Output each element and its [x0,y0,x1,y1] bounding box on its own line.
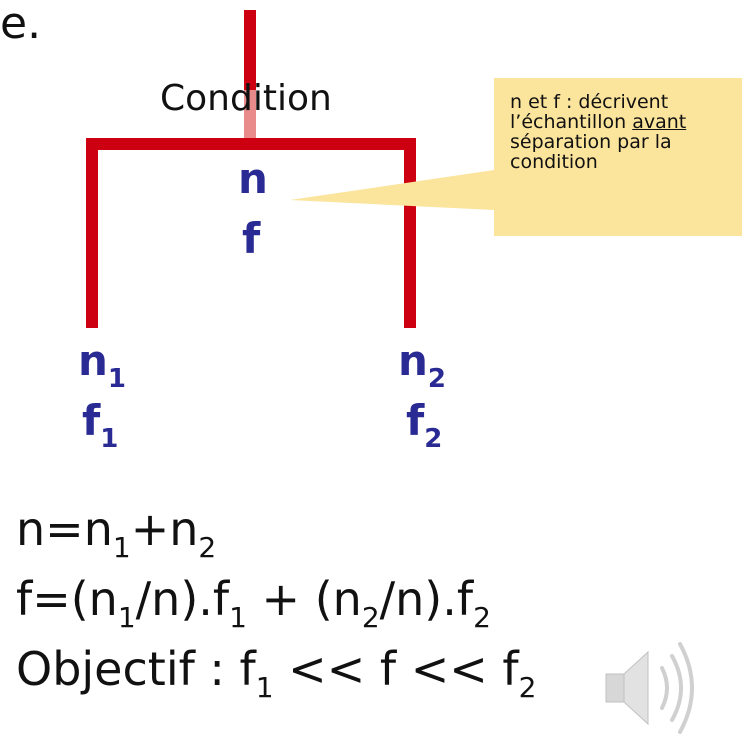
left-f-base: f [82,396,101,445]
left-f: f1 [82,396,118,454]
left-n-base: n [78,336,108,385]
callout-line-4: condition [510,151,598,173]
speaker-icon[interactable] [596,632,706,742]
right-n: n2 [398,336,446,394]
right-f: f2 [406,396,442,454]
formula-2-part-c: + (n [246,572,362,626]
formula-2-sub-a: 1 [117,601,136,634]
top-text-fragment: e. [0,0,42,49]
left-branch [86,138,98,328]
callout-underlined-word: avant [632,111,687,133]
trunk-highlight [244,90,256,138]
callout-line-2: l’échantillon avant [510,112,730,132]
right-n-sub: 2 [427,364,446,394]
horizontal-branch [86,138,416,150]
formula-3-sub-a: 1 [255,671,274,704]
formula-2-part-d: /n).f [379,572,474,626]
formula-2-sub-c: 2 [361,601,380,634]
formula-f-weighted: f=(n1/n).f1 + (n2/n).f2 [16,576,491,632]
formula-2-part-b: /n).f [135,572,230,626]
formula-3-part-a: Objectif : f [16,642,256,696]
callout-line-3: séparation par la [510,131,672,153]
formula-1-part-a: n=n [16,502,113,556]
root-n: n [238,154,268,203]
formula-2-sub-b: 1 [229,601,247,634]
left-n: n1 [78,336,126,394]
left-n-sub: 1 [107,364,126,394]
callout-line-1: n et f : décrivent [510,91,669,113]
condition-label: Condition [160,78,332,119]
trunk-top [244,10,256,90]
formula-1-sub-b: 2 [198,531,217,564]
callout-line-2-text: l’échantillon [510,111,633,133]
formula-n-sum: n=n1+n2 [16,506,216,562]
left-f-sub: 1 [100,424,119,454]
formula-3-part-b: << f << f [273,642,519,696]
formula-objective: Objectif : f1 << f << f2 [16,646,536,702]
formula-3-sub-b: 2 [518,671,537,704]
right-f-sub: 2 [424,424,443,454]
root-f: f [242,214,261,263]
formula-1-part-b: +n [130,502,199,556]
right-n-base: n [398,336,428,385]
formula-2-part-a: f=(n [16,572,118,626]
right-f-base: f [406,396,425,445]
formula-1-sub-a: 1 [112,531,131,564]
formula-2-sub-d: 2 [473,601,491,634]
callout-note: n et f : décrivent l’échantillon avant s… [494,78,742,236]
